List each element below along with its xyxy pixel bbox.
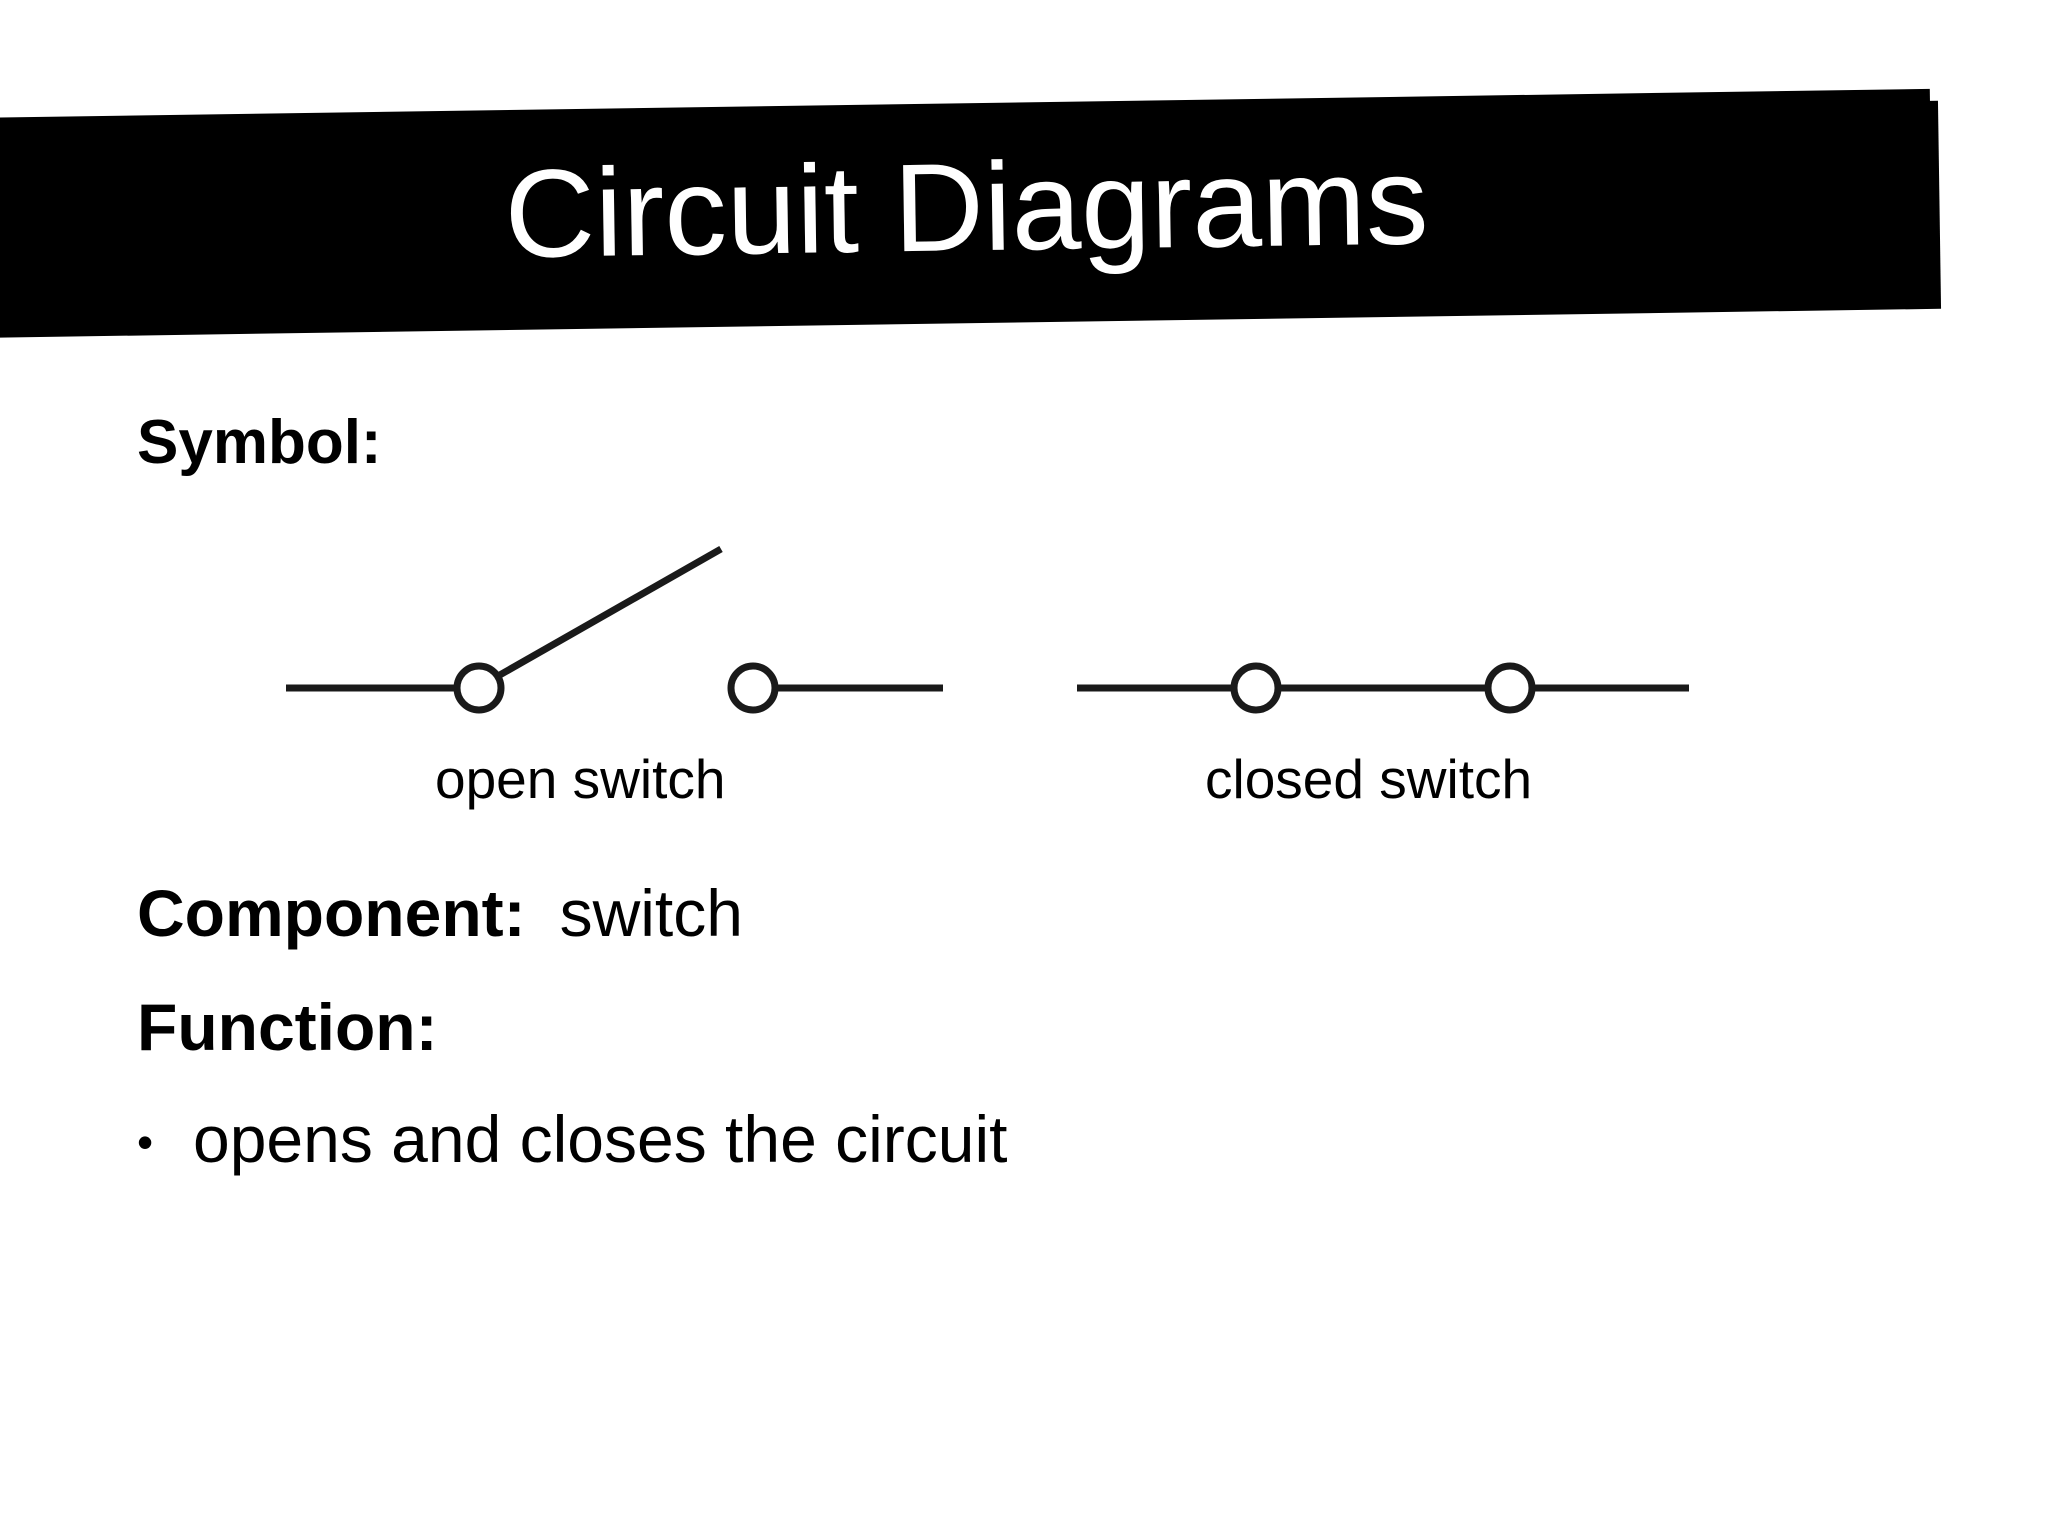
function-bullet-item: •opens and closes the circuit (137, 1106, 1007, 1172)
switch-symbol-diagrams (0, 500, 2048, 730)
symbol-section-label: Symbol: (137, 408, 382, 477)
bullet-icon: • (137, 1116, 154, 1168)
open-switch-left-terminal (453, 662, 505, 714)
title-banner: Circuit Diagrams (0, 88, 1942, 338)
component-line: Component:switch (137, 880, 743, 946)
closed-switch-left-terminal (1230, 662, 1282, 714)
closed-switch-right-terminal (1484, 662, 1536, 714)
open-switch-right-terminal (727, 662, 779, 714)
switch-symbols-svg (286, 545, 1689, 714)
closed-switch-symbol (1077, 662, 1689, 714)
closed-switch-caption: closed switch (1205, 748, 1533, 810)
function-label: Function: (137, 990, 438, 1064)
function-bullet-text: opens and closes the circuit (193, 1102, 1008, 1176)
open-switch-lever-arm (496, 545, 723, 680)
open-switch-symbol (286, 545, 943, 714)
open-switch-caption: open switch (435, 748, 726, 810)
component-label: Component: (137, 876, 526, 950)
component-value: switch (559, 876, 743, 950)
page-title: Circuit Diagrams (503, 130, 1430, 284)
